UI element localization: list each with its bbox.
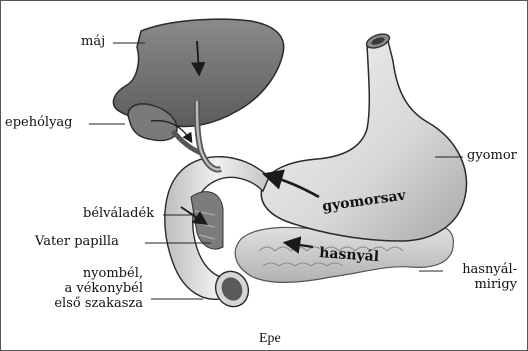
- liver-label: máj: [81, 35, 105, 50]
- pancreas-label-line: hasnyál-: [462, 263, 517, 278]
- gallbladder-label: epehólyag: [5, 116, 72, 131]
- duodenum-label-line: a vékonybél: [54, 282, 143, 297]
- bile-duct-contents-label: bélváladék: [83, 207, 154, 222]
- pancreas-label-line: mirigy: [462, 278, 517, 293]
- papilla-label: Vater papilla: [35, 235, 119, 250]
- duodenum-label-line: nyombél,: [54, 267, 143, 282]
- stomach-label: gyomor: [467, 149, 517, 164]
- stomach: [261, 31, 466, 241]
- pancreas-label: hasnyál- mirigy: [462, 263, 517, 293]
- figure-caption: Epe: [259, 331, 281, 347]
- duodenum-label: nyombél, a vékonybél első szakasza: [54, 267, 143, 312]
- duodenum-label-line: első szakasza: [54, 297, 143, 312]
